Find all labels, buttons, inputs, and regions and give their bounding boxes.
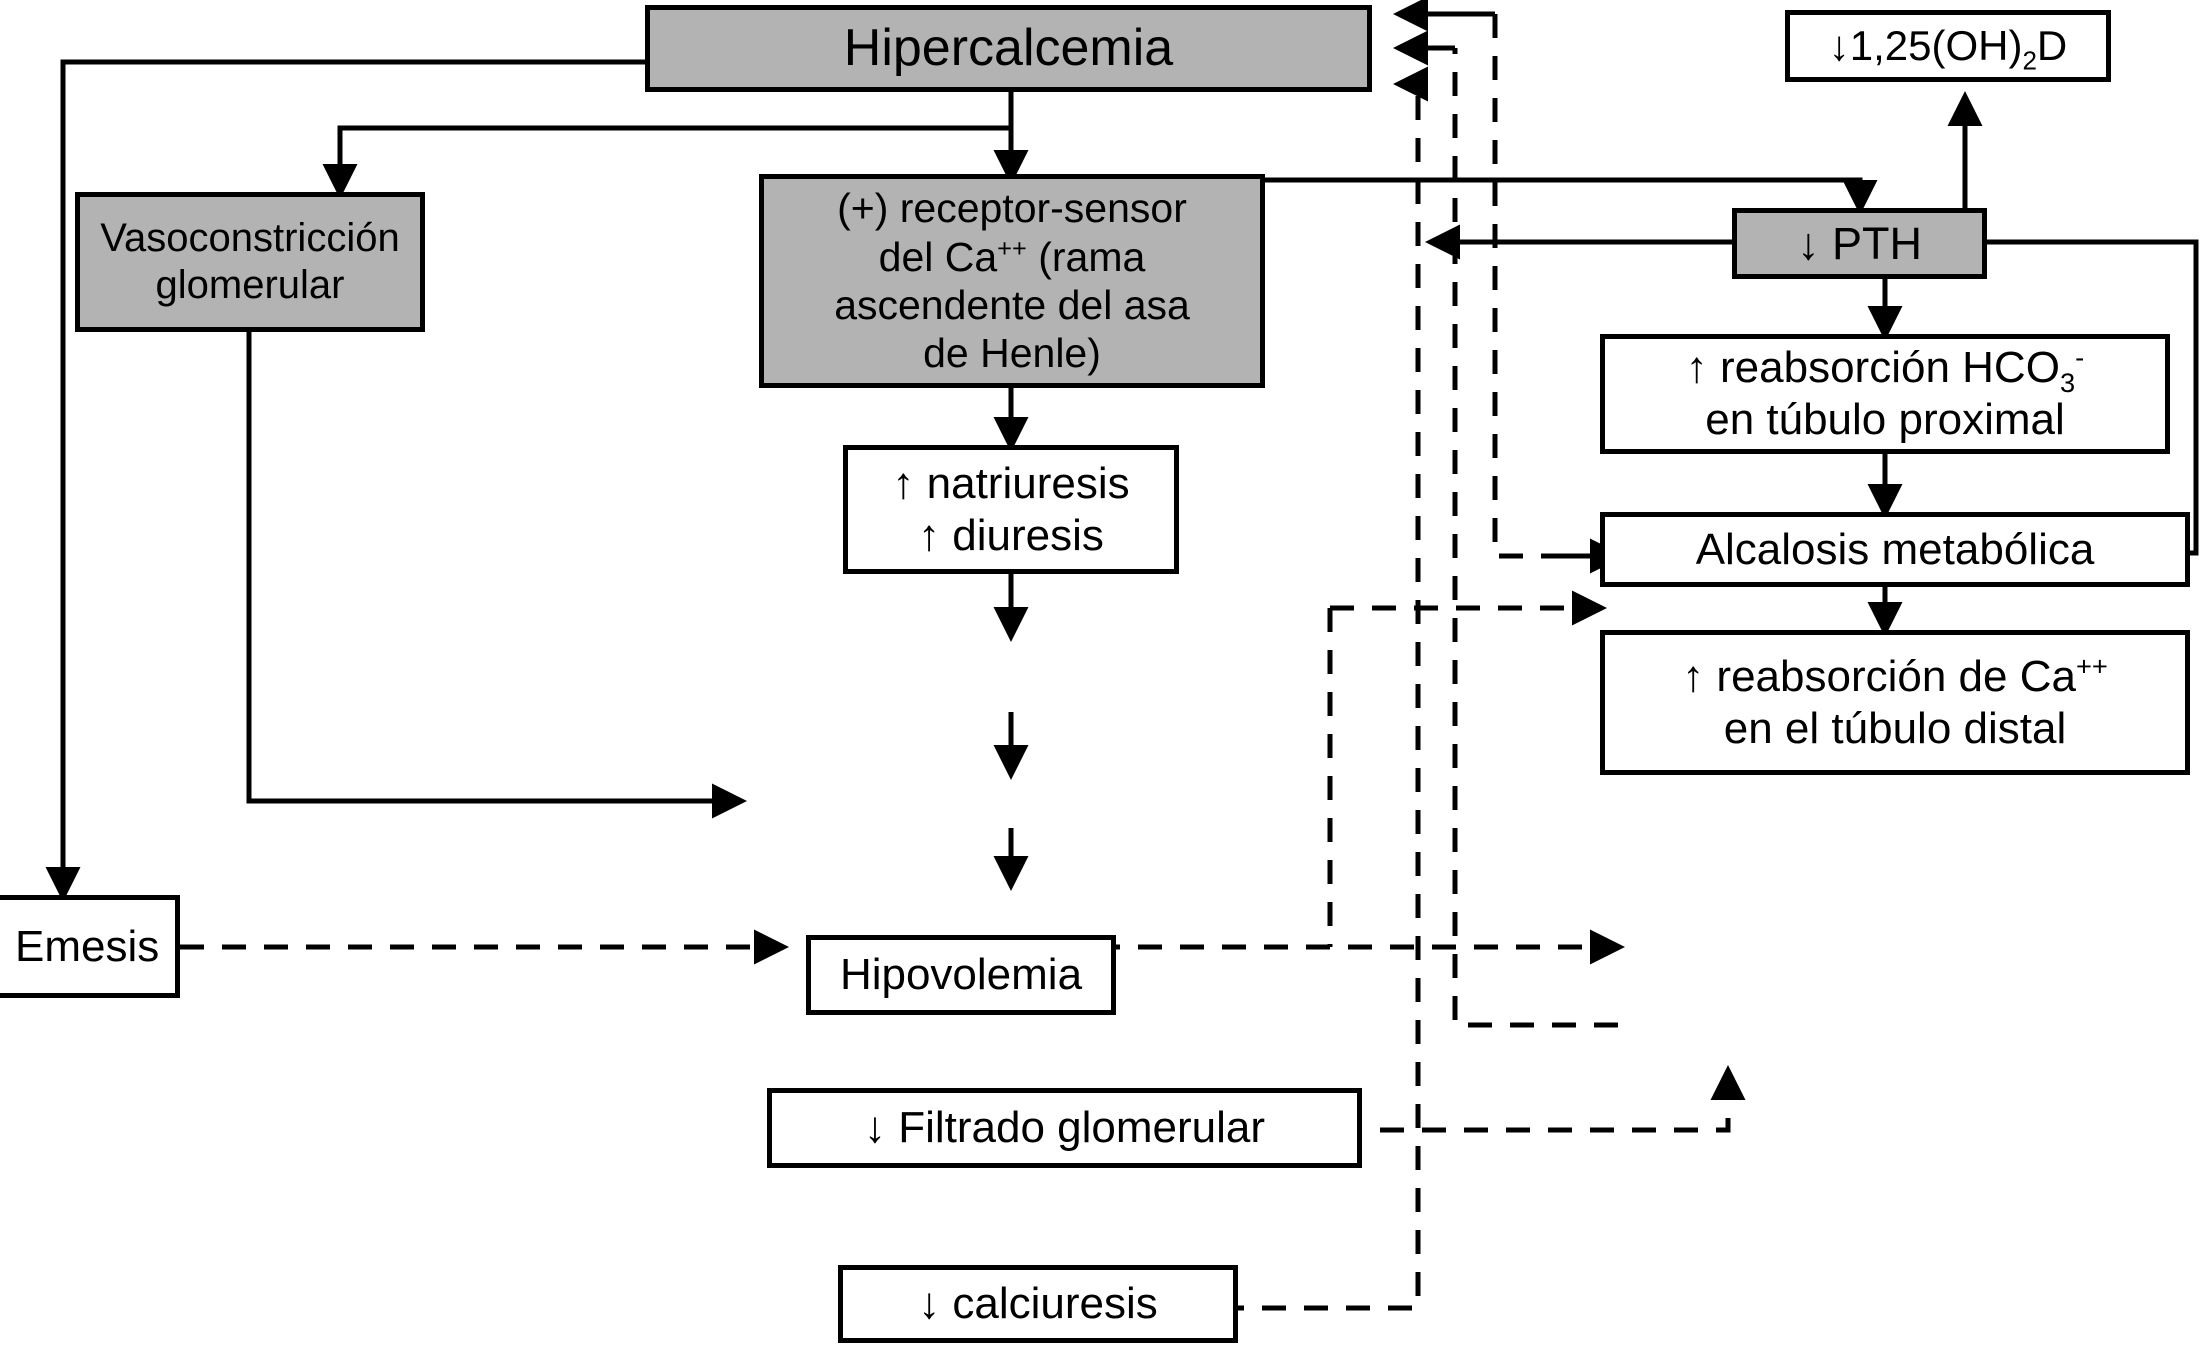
- node-alcalosis-metabolica[interactable]: Alcalosis metabólica: [1600, 512, 2190, 587]
- node-hipovolemia-label: Hipovolemia: [839, 950, 1083, 1000]
- node-receptor-sensor-ca[interactable]: (+) receptor-sensor del Ca++ (rama ascen…: [759, 174, 1265, 388]
- node-reabsorcion-hco3[interactable]: ↑ reabsorción HCO3- en túbulo proximal: [1600, 334, 2170, 454]
- node-vasoconstriccion-glomerular-label: Vasoconstricción glomerular: [100, 215, 400, 307]
- node-alcalosis-metabolica-label: Alcalosis metabólica: [1695, 524, 2095, 574]
- node-vitamina-d[interactable]: ↓1,25(OH)2D: [1785, 10, 2111, 82]
- node-receptor-sensor-ca-label: (+) receptor-sensor del Ca++ (rama ascen…: [834, 185, 1190, 377]
- node-hipovolemia[interactable]: Hipovolemia: [806, 935, 1116, 1015]
- node-vitamina-d-label: ↓1,25(OH)2D: [1828, 22, 2068, 76]
- down-arrow-icon: ↓: [1796, 217, 1820, 269]
- node-filtrado-glomerular[interactable]: ↓ Filtrado glomerular: [767, 1088, 1362, 1168]
- node-reabsorcion-ca-distal[interactable]: ↑ reabsorción de Ca++ en el túbulo dista…: [1600, 630, 2190, 775]
- node-vasoconstriccion-glomerular[interactable]: Vasoconstricción glomerular: [75, 192, 425, 332]
- node-hipercalcemia-label: Hipercalcemia: [843, 18, 1174, 77]
- node-hipercalcemia[interactable]: Hipercalcemia: [645, 5, 1372, 92]
- node-reabsorcion-ca-distal-label: ↑ reabsorción de Ca++ en el túbulo dista…: [1682, 649, 2108, 753]
- node-emesis-label: Emesis: [15, 921, 160, 971]
- node-natriuresis-diuresis-label: ↑ natriuresis ↑ diuresis: [892, 458, 1130, 560]
- node-pth[interactable]: ↓ PTH: [1732, 208, 1987, 279]
- node-calciuresis-label: ↓ calciuresis: [918, 1279, 1158, 1329]
- edge-vasoconstriccion-filtrado: [246, 330, 748, 819]
- node-natriuresis-diuresis[interactable]: ↑ natriuresis ↑ diuresis: [843, 445, 1179, 574]
- node-filtrado-glomerular-label: ↓ Filtrado glomerular: [863, 1103, 1266, 1153]
- edge-hco3-hipercalcemia: [1492, 14, 1618, 559]
- node-emesis[interactable]: Emesis: [0, 895, 180, 998]
- node-reabsorcion-hco3-label: ↑ reabsorción HCO3- en túbulo proximal: [1685, 341, 2085, 444]
- down-arrow-icon: ↓: [1828, 22, 1850, 70]
- node-calciuresis[interactable]: ↓ calciuresis: [838, 1265, 1238, 1343]
- node-pth-label: ↓ PTH: [1796, 217, 1922, 269]
- edge-reabsca-hipercalcemia: [1452, 48, 1618, 1028]
- edge-hipercalcemia-emesis: [45, 59, 645, 903]
